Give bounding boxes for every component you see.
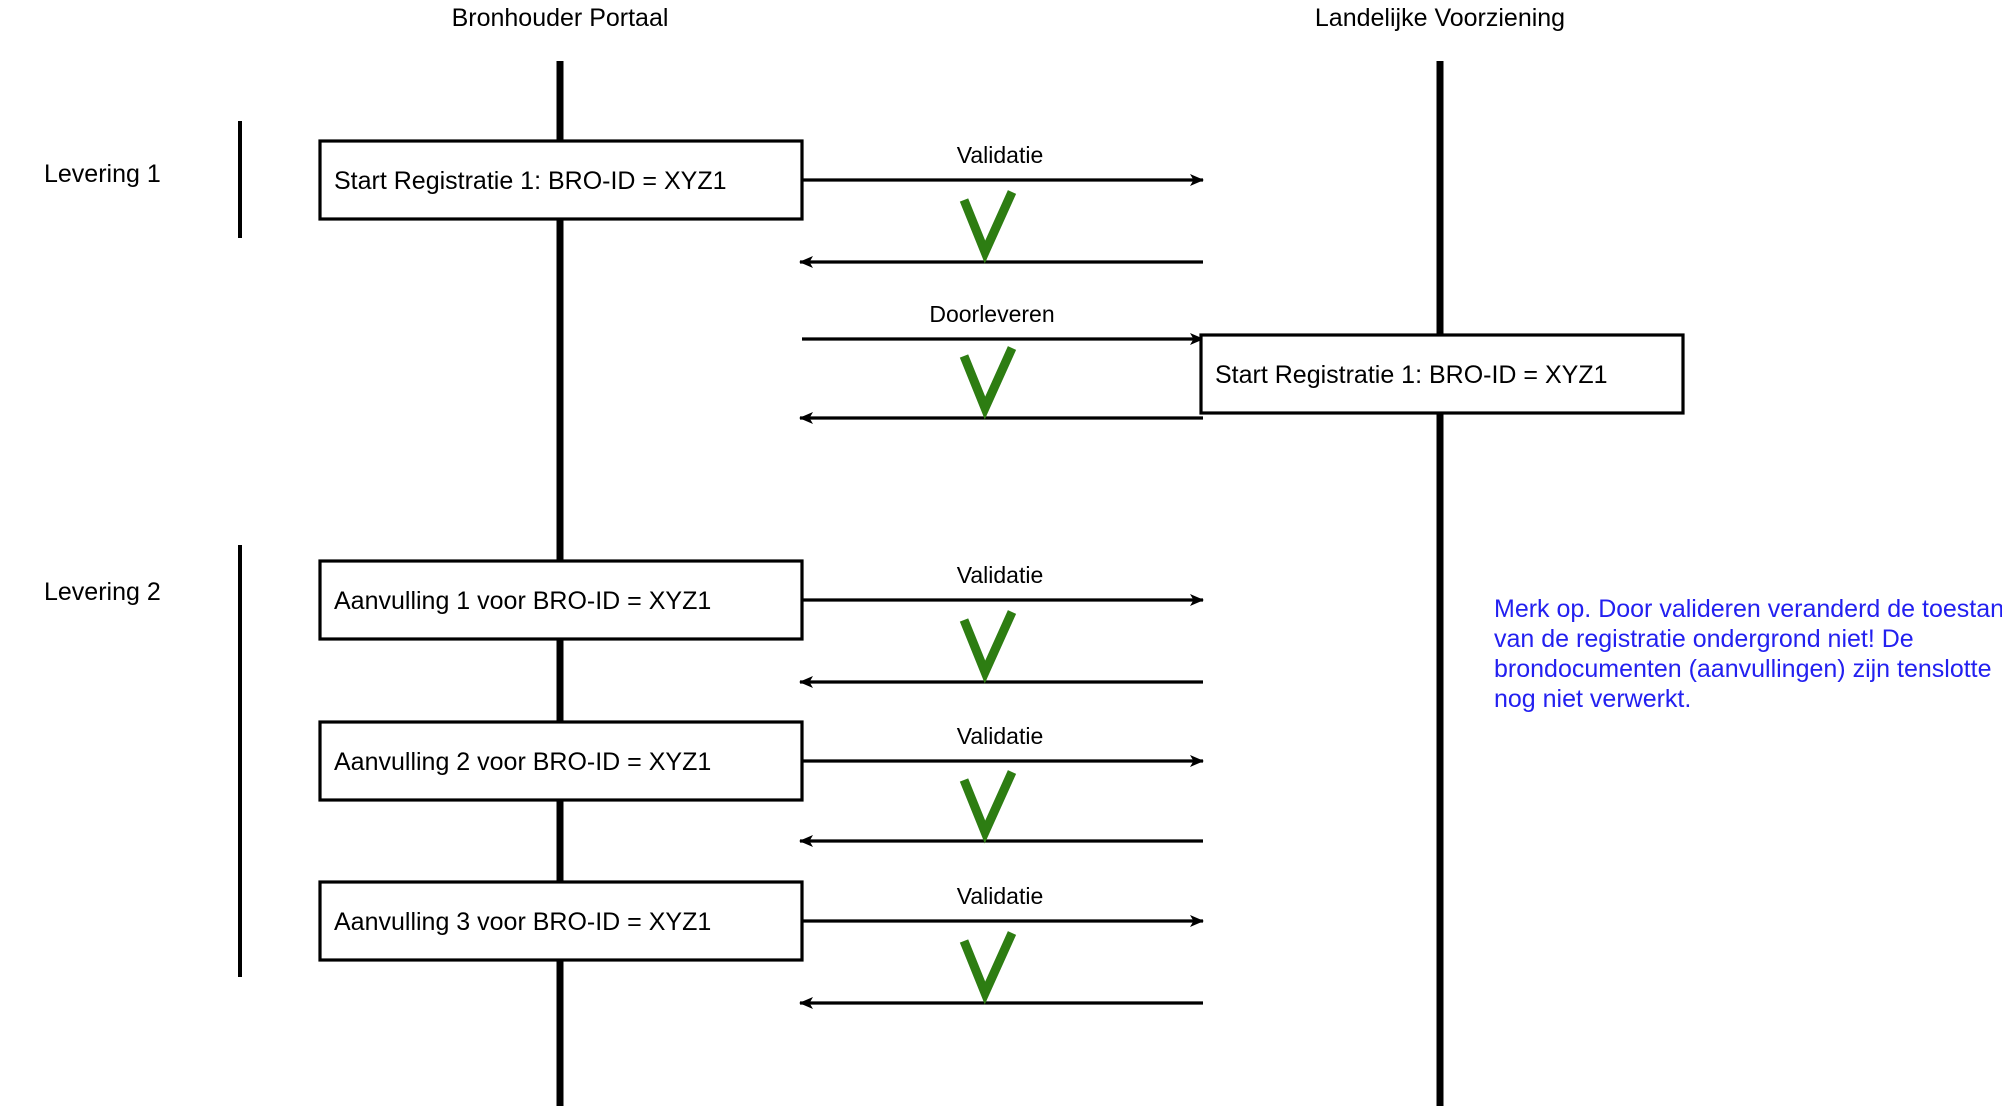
note-line-2: brondocumenten (aanvullingen) zijn tensl… xyxy=(1494,655,1992,683)
box-label-box-start-registratie-left: Start Registratie 1: BRO-ID = XYZ1 xyxy=(334,167,727,195)
note-line-1: van de registratie ondergrond niet! De xyxy=(1494,625,1914,653)
message-label-msg-doorleveren: Doorleveren xyxy=(929,301,1054,327)
box-label-box-aanvulling-1: Aanvulling 1 voor BRO-ID = XYZ1 xyxy=(334,587,711,615)
box-box-aanvulling-1[interactable] xyxy=(318,559,804,641)
labels-layer: Bronhouder Portaal Landelijke Voorziening… xyxy=(44,4,1608,936)
message-label-msg-validatie-2: Validatie xyxy=(957,562,1044,588)
box-box-aanvulling-3[interactable] xyxy=(318,880,804,962)
note-line-0: Merk op. Door valideren veranderd de toe… xyxy=(1494,595,2002,623)
box-label-box-aanvulling-3: Aanvulling 3 voor BRO-ID = XYZ1 xyxy=(334,908,711,936)
checkmark-icon-check-2 xyxy=(959,346,1017,420)
messages-layer xyxy=(799,174,1204,1009)
checkmark-icon-check-1 xyxy=(959,190,1017,264)
actor-title-landelijke: Landelijke Voorziening xyxy=(1315,4,1565,32)
lane-label-levering-2: Levering 2 xyxy=(44,578,161,606)
message-label-msg-validatie-1: Validatie xyxy=(957,142,1044,168)
lane-label-levering-1: Levering 1 xyxy=(44,160,161,188)
checkmark-icon-check-4 xyxy=(959,770,1017,844)
box-label-box-aanvulling-2: Aanvulling 2 voor BRO-ID = XYZ1 xyxy=(334,748,711,776)
checkmarks-layer xyxy=(959,190,1017,1005)
note-line-3: nog niet verwerkt. xyxy=(1494,685,1691,713)
box-box-aanvulling-2[interactable] xyxy=(318,720,804,802)
actor-title-bronhouder: Bronhouder Portaal xyxy=(452,4,669,32)
box-label-box-start-registratie-right: Start Registratie 1: BRO-ID = XYZ1 xyxy=(1215,361,1608,389)
box-box-start-registratie-right[interactable] xyxy=(1199,333,1685,415)
checkmark-icon-check-3 xyxy=(959,610,1017,684)
note-layer: Merk op. Door valideren veranderd de toe… xyxy=(1494,595,2002,713)
message-label-msg-validatie-4: Validatie xyxy=(957,883,1044,909)
checkmark-icon-check-5 xyxy=(959,931,1017,1005)
activation-boxes-layer xyxy=(318,139,1685,962)
box-box-start-registratie-left[interactable] xyxy=(318,139,804,221)
message-label-msg-validatie-3: Validatie xyxy=(957,723,1044,749)
